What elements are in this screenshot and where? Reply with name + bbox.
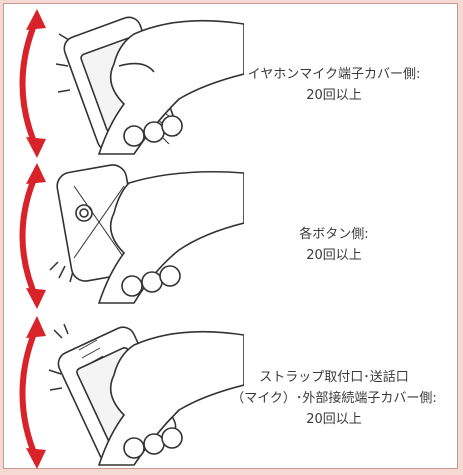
caption-line: 20回以上	[306, 248, 362, 263]
shake-arrow	[19, 169, 40, 303]
arrow-head-bottom	[26, 448, 46, 469]
caption-line: （マイク）･外部接続端子カバー側:	[231, 391, 437, 406]
panel-earphone-cover-side: イヤホンマイク端子カバー側: 20回以上	[4, 4, 459, 158]
arrow-head-top	[26, 9, 46, 30]
instruction-frame: イヤホンマイク端子カバー側: 20回以上 各ボタン側:	[3, 3, 458, 469]
arrow-head-bottom	[26, 137, 46, 158]
shake-illustration	[19, 316, 244, 469]
caption-line: 20回以上	[306, 88, 362, 103]
caption: ストラップ取付口･送話口 （マイク）･外部接続端子カバー側: 20回以上	[219, 367, 449, 430]
panel-button-side: 各ボタン側: 20回以上	[4, 158, 459, 310]
shake-arrow	[19, 15, 40, 152]
hand-icon	[97, 330, 244, 466]
shake-illustration	[19, 9, 244, 158]
shake-illustration	[19, 163, 244, 309]
panel-strap-side: ストラップ取付口･送話口 （マイク）･外部接続端子カバー側: 20回以上	[4, 310, 459, 470]
caption: 各ボタン側: 20回以上	[219, 224, 449, 266]
caption: イヤホンマイク端子カバー側: 20回以上	[219, 64, 449, 106]
caption-line: 各ボタン側:	[299, 227, 369, 242]
arrow-head-top	[26, 316, 46, 338]
hand-icon	[97, 19, 244, 155]
caption-line: イヤホンマイク端子カバー側:	[247, 67, 421, 82]
caption-line: 20回以上	[306, 412, 362, 427]
caption-line: ストラップ取付口･送話口	[259, 370, 409, 385]
arrow-head-top	[26, 163, 46, 184]
hand-icon	[97, 170, 244, 304]
arrow-head-bottom	[26, 288, 46, 309]
phone-icon	[56, 164, 142, 282]
shake-arrow	[19, 323, 40, 463]
